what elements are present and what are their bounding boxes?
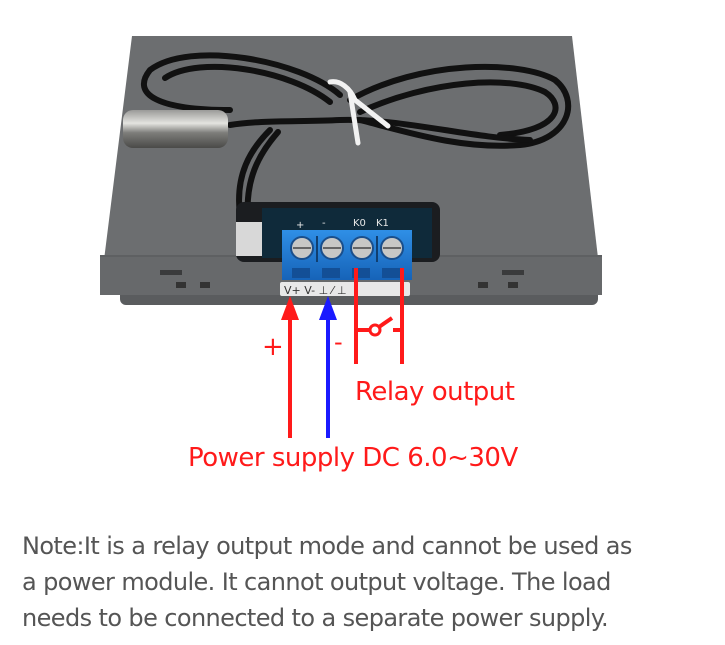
sensor-connector bbox=[236, 222, 262, 256]
cable-tie bbox=[327, 79, 391, 146]
temperature-probe bbox=[123, 110, 228, 148]
svg-text:K0: K0 bbox=[353, 218, 366, 229]
housing-slot bbox=[502, 270, 524, 275]
negative-wire-arrow bbox=[319, 296, 337, 438]
housing-clip bbox=[176, 282, 186, 288]
housing-clip bbox=[478, 282, 488, 288]
terminal-screws bbox=[290, 236, 404, 262]
note-line: Note:It is a relay output mode and canno… bbox=[22, 532, 632, 560]
power-supply-label: Power supply DC 6.0~30V bbox=[188, 443, 518, 473]
relay-output-label: Relay output bbox=[355, 377, 515, 407]
svg-text:+: + bbox=[296, 220, 304, 231]
terminal-label-strip bbox=[280, 282, 410, 296]
housing-body bbox=[100, 36, 602, 292]
housing-clip bbox=[200, 282, 210, 288]
terminal-label-text: V+ V- ⊥ ⁄ ⊥ bbox=[284, 284, 347, 297]
note-line: needs to be connected to a separate powe… bbox=[22, 604, 609, 632]
pcb-silkscreen: + - K0 K1 bbox=[296, 218, 389, 231]
note-text: Note:It is a relay output mode and canno… bbox=[22, 528, 722, 636]
relay-contact-symbol bbox=[354, 268, 404, 364]
svg-text:-: - bbox=[322, 218, 326, 229]
positive-wire-arrow bbox=[281, 296, 299, 438]
svg-text:K1: K1 bbox=[376, 218, 389, 229]
note-line: a power module. It cannot output voltage… bbox=[22, 568, 611, 596]
probe-cable bbox=[141, 52, 572, 223]
terminal-wire-slots bbox=[292, 268, 400, 278]
positive-marker: + bbox=[262, 332, 284, 362]
housing-clip bbox=[508, 282, 518, 288]
housing-slot bbox=[160, 270, 182, 275]
negative-marker: - bbox=[334, 328, 343, 356]
